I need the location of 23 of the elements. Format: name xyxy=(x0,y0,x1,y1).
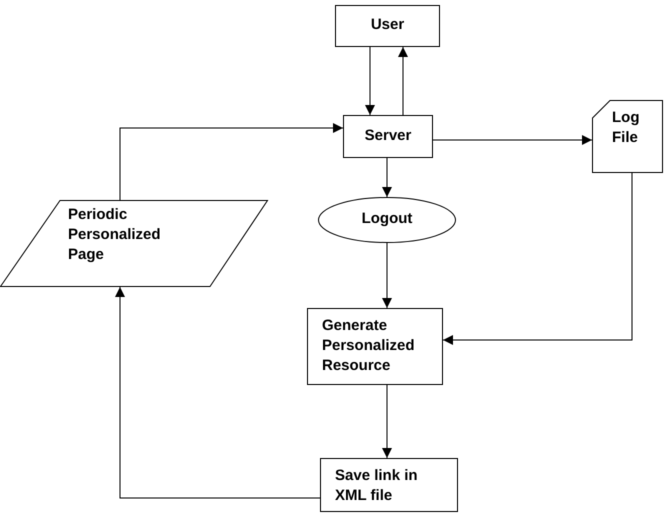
node-label: Log File xyxy=(612,108,640,148)
process-box xyxy=(320,458,458,512)
arrow xyxy=(442,172,632,345)
node-label: Server xyxy=(364,126,412,146)
arrow xyxy=(365,46,375,116)
node-label: User xyxy=(370,15,406,35)
document-shape xyxy=(592,100,663,173)
terminal-ellipse xyxy=(318,197,456,243)
process-box xyxy=(307,308,443,385)
data-parallelogram xyxy=(0,200,268,287)
arrow xyxy=(115,286,320,498)
arrow xyxy=(432,135,592,145)
node-label: Save link in XML file xyxy=(335,466,419,506)
arrow xyxy=(382,242,392,308)
arrow xyxy=(398,46,408,116)
arrow xyxy=(120,123,344,200)
arrow xyxy=(382,158,392,198)
node-label: Logout xyxy=(360,209,414,229)
arrow xyxy=(382,384,392,458)
process-box xyxy=(335,5,440,47)
node-label: Generate Personalized Resource xyxy=(322,316,416,376)
node-label: Periodic Personalized Page xyxy=(68,205,162,265)
process-box xyxy=(343,115,433,158)
